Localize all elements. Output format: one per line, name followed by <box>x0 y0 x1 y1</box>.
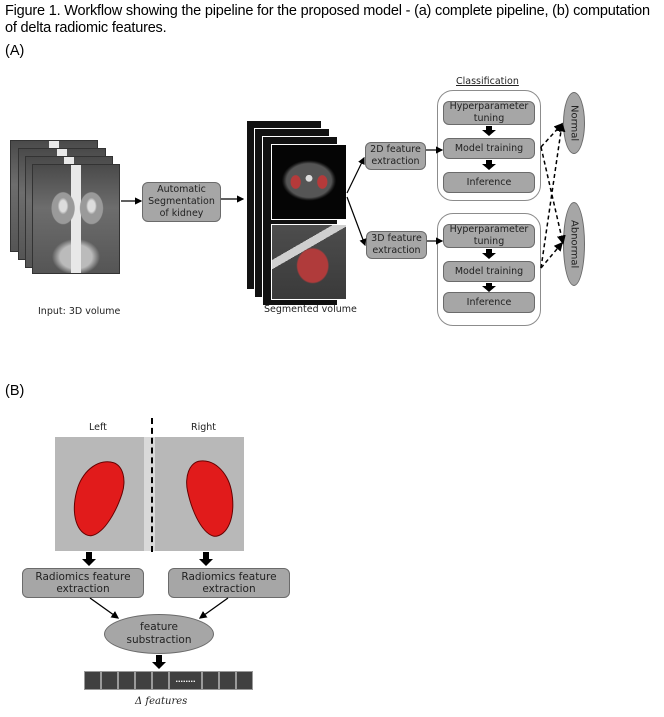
left-kidney-label: Left <box>89 422 107 433</box>
feature-cell <box>84 671 101 690</box>
feature-cell <box>101 671 118 690</box>
right-kidney-label: Right <box>191 422 217 433</box>
arrow-volume-to-2d <box>346 156 365 194</box>
feature-subtraction-label: feature substraction <box>126 621 192 646</box>
feature-subtraction: feature substraction <box>104 614 214 654</box>
radiomics-extraction-left: Radiomics feature extraction <box>22 568 144 598</box>
step-model-training-2d: Model training <box>443 138 535 159</box>
block-arrows-3d <box>482 249 496 292</box>
panel-b-label: (B) <box>5 383 25 399</box>
output-normal-label: Normal <box>568 104 580 142</box>
panel-a-label: (A) <box>5 43 25 59</box>
step-hyperparameter-2d: Hyperparameter tuning <box>443 101 535 125</box>
step-inference-3d: Inference <box>443 292 535 313</box>
feature-cell <box>118 671 135 690</box>
sagittal-kidney-image <box>271 224 347 300</box>
feature-cell <box>202 671 219 690</box>
classification-title: Classification <box>456 76 519 87</box>
feature-ellipsis-cell: ........ <box>169 671 202 690</box>
arrow-right-to-subtraction <box>198 597 229 619</box>
block-arrows-2d <box>482 126 496 170</box>
arrow-volume-to-3d <box>346 196 367 247</box>
feature-2d-box: 2D feature extraction <box>365 142 426 170</box>
midline-divider <box>151 418 153 552</box>
figure-caption: Figure 1. Workflow showing the pipeline … <box>5 3 650 36</box>
axial-ct-image <box>271 144 347 220</box>
feature-cell <box>135 671 152 690</box>
delta-features-label: Δ features <box>135 696 188 707</box>
feature-cell <box>236 671 253 690</box>
dashed-classification-links <box>540 122 566 269</box>
radiomics-extraction-right: Radiomics feature extraction <box>168 568 290 598</box>
arrow-left-to-subtraction <box>89 597 120 619</box>
segmentation-box: Automatic Segmentation of kidney <box>142 182 221 222</box>
feature-cell <box>152 671 169 690</box>
step-inference-2d: Inference <box>443 172 535 193</box>
ct-slice <box>32 164 120 274</box>
input-volume-label: Input: 3D volume <box>38 306 121 317</box>
block-arrows-panel-b <box>82 552 213 669</box>
kidney-ct-image <box>55 437 244 551</box>
step-model-training-3d: Model training <box>443 261 535 282</box>
segmented-volume-label: Segmented volume <box>264 304 357 315</box>
step-hyperparameter-3d: Hyperparameter tuning <box>443 224 535 248</box>
feature-3d-box: 3D feature extraction <box>366 231 427 259</box>
feature-cell <box>219 671 236 690</box>
output-abnormal-label: Abnormal <box>568 219 580 269</box>
